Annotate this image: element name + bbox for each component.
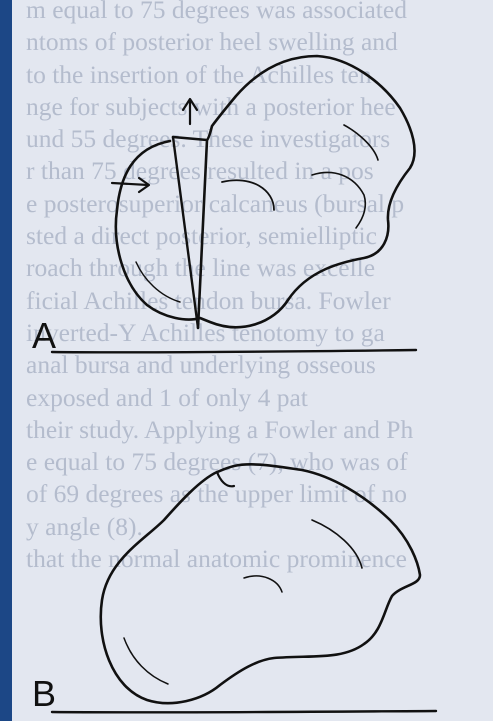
detail-stroke bbox=[124, 638, 168, 684]
detail-stroke bbox=[312, 172, 365, 228]
resection-surface bbox=[217, 472, 234, 486]
baseline-a bbox=[52, 350, 416, 352]
panel-a-drawing bbox=[52, 56, 416, 352]
detail-stroke bbox=[312, 520, 362, 568]
calcaneus-a-outline bbox=[116, 56, 415, 327]
calcaneus-b-outline bbox=[101, 464, 420, 703]
arrow-right bbox=[112, 183, 148, 185]
panel-label-b: B bbox=[32, 676, 56, 712]
detail-stroke bbox=[244, 576, 282, 592]
detail-stroke bbox=[344, 125, 378, 160]
detail-stroke bbox=[222, 180, 274, 210]
osteotomy-line-anterior bbox=[173, 137, 207, 328]
detail-stroke bbox=[136, 262, 180, 302]
panel-label-a: A bbox=[32, 318, 56, 354]
baseline-b bbox=[52, 711, 436, 712]
panel-b-drawing bbox=[52, 464, 436, 712]
calcaneus-figure bbox=[12, 0, 493, 721]
osteotomy-line-posterior bbox=[173, 137, 198, 328]
